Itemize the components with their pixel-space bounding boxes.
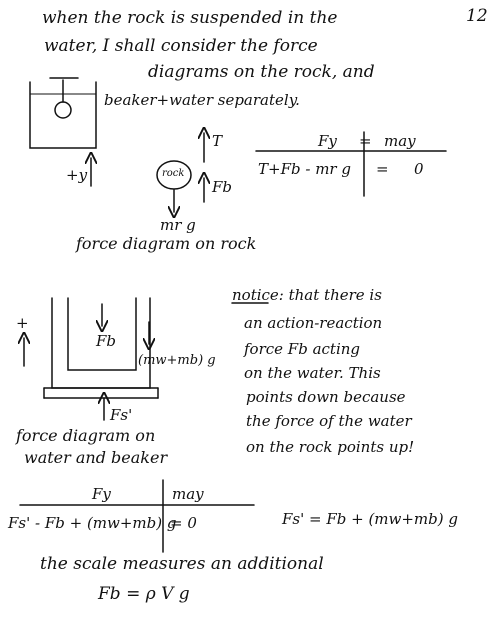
result-equation: Fs' = Fb + (mw+mb) g <box>282 510 458 528</box>
rock-table-header-fy: Fy <box>318 132 337 150</box>
notice-line-4: on the water. This <box>244 364 381 382</box>
beaker-table-header-fy: Fy <box>92 485 111 503</box>
rock-diagram-caption: force diagram on rock <box>76 234 257 253</box>
label-positive-y: +y <box>66 166 88 184</box>
notice-line-6: the force of the water <box>246 412 412 430</box>
notice-line-5: points down because <box>246 388 406 406</box>
notice-line-1: notice: that there is <box>232 286 382 304</box>
intro-line-4: beaker+water separately. <box>104 91 300 109</box>
label-tension: T <box>212 132 223 150</box>
beaker-table-row-left: Fs' - Fb + (mw+mb) g <box>8 514 177 532</box>
rock-table-header-eq: = <box>359 132 372 150</box>
conclusion-line-1: the scale measures an additional <box>40 554 324 574</box>
intro-line-1: when the rock is suspended in the <box>42 8 338 28</box>
beaker-table-row-right: = 0 <box>170 514 197 532</box>
rock-table-row-left: T+Fb - mr g <box>258 160 351 178</box>
notice-line-2: an action-reaction <box>244 314 383 332</box>
conclusion-line-2: Fb = ρ V g <box>98 584 190 604</box>
intro-line-2: water, I shall consider the force <box>44 36 318 56</box>
rock-table-row-right: 0 <box>414 160 424 178</box>
notice-line-7: on the rock points up! <box>246 438 415 456</box>
label-positive-beaker: + <box>16 314 29 332</box>
rock-table-row-eq: = <box>376 160 389 178</box>
page-number: 12 <box>466 6 488 26</box>
notice-line-3: force Fb acting <box>244 340 361 358</box>
rock-table-header-may: may <box>384 132 416 150</box>
label-buoyant: Fb <box>212 178 233 196</box>
label-beaker-weight: (mw+mb) g <box>138 353 216 368</box>
beaker-sketch-top <box>30 78 96 148</box>
label-weight: mr g <box>160 216 196 234</box>
intro-line-3: diagrams on the rock, and <box>148 62 375 82</box>
beaker-table-header-may: may <box>172 485 204 503</box>
beaker-diagram-caption-1: force diagram on <box>16 426 156 445</box>
beaker-diagram-caption-2: water and beaker <box>24 448 168 467</box>
rock-body <box>157 161 191 189</box>
label-rock: rock <box>162 168 185 179</box>
label-scale-force: Fs' <box>110 406 133 424</box>
label-buoyant-reaction: Fb <box>96 332 117 350</box>
